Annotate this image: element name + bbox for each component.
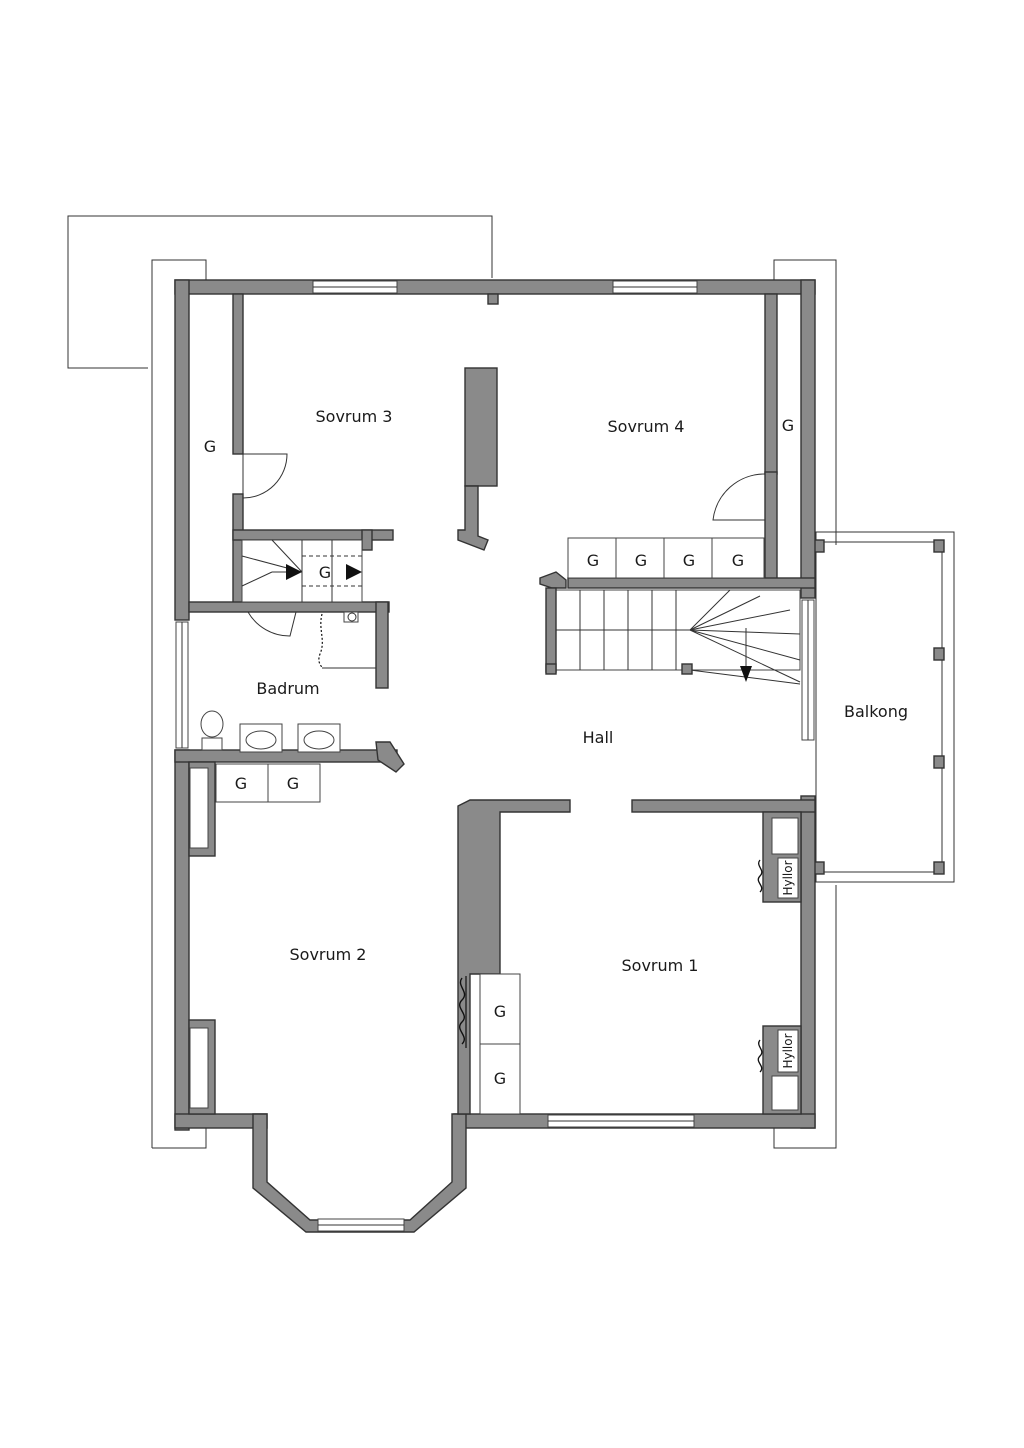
label-g-sovrum1-2: G [494,1069,506,1088]
label-sovrum2: Sovrum 2 [290,945,367,964]
label-sovrum3: Sovrum 3 [316,407,393,426]
label-g-right-closet: G [782,416,794,435]
interior-walls [174,293,816,1115]
storage-units [215,537,765,1115]
label-hyllor-2: Hyllor [781,1033,795,1068]
label-g-sovrum2-2: G [287,774,299,793]
label-g-sovrum1-1: G [494,1002,506,1021]
main-stair [545,587,801,685]
label-sovrum4: Sovrum 4 [608,417,685,436]
label-g-sovrum4-4: G [732,551,744,570]
attic-stair [241,539,363,603]
shower [318,611,376,669]
label-g-left-closet: G [204,437,216,456]
label-g-sovrum2-1: G [235,774,247,793]
label-badrum: Badrum [256,679,319,698]
label-hyllor-1: Hyllor [781,860,795,895]
label-hall: Hall [583,728,614,747]
balcony [811,531,955,883]
label-balkong: Balkong [844,702,908,721]
hanger-symbols [459,857,799,1073]
label-g-sovrum4-2: G [635,551,647,570]
door-badrum [247,611,297,637]
label-g-sovrum4-1: G [587,551,599,570]
windows [175,280,815,1232]
door-closet-sovrum3 [242,453,288,499]
label-g-sovrum4-3: G [683,551,695,570]
label-g-attic-stair: G [319,563,331,582]
door-closet-sovrum4 [712,473,766,521]
bathroom-fixtures [200,710,341,753]
exterior-outlines [67,215,837,1149]
label-sovrum1: Sovrum 1 [622,956,699,975]
